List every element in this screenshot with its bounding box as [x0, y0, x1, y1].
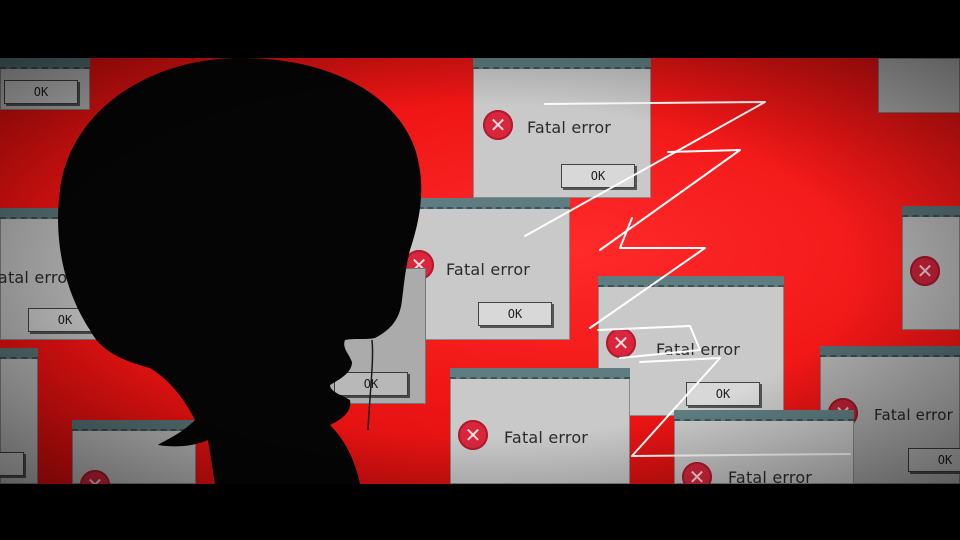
error-message: Fatal error: [728, 468, 813, 484]
error-dialog: ✕ Fatal error OK: [473, 58, 651, 198]
letterbox-bottom: [0, 484, 960, 540]
ok-button[interactable]: OK: [478, 302, 552, 326]
letterbox-top: [0, 0, 960, 58]
ok-button[interactable]: OK: [0, 452, 24, 476]
dialog-titlebar: [473, 58, 651, 69]
error-x-icon: ✕: [910, 256, 940, 286]
dialog-titlebar: [450, 368, 630, 379]
error-message: Fatal error: [0, 268, 75, 287]
error-dialog: [878, 58, 960, 113]
ok-button[interactable]: OK: [908, 448, 960, 472]
error-dialog: ✕: [902, 206, 960, 330]
dialog-titlebar: [820, 346, 960, 357]
error-dialog: ✕ Fatal error: [674, 410, 854, 484]
dialog-titlebar: [72, 420, 196, 431]
ok-button[interactable]: OK: [686, 382, 760, 406]
error-dialog: ✕ Fatal error: [450, 368, 630, 484]
error-dialog: ✕ Fatal error OK: [398, 198, 570, 340]
error-message: Fatal error: [874, 406, 953, 424]
dialog-titlebar: [398, 198, 570, 209]
error-message: Fatal error: [527, 118, 612, 137]
dialog-titlebar: [0, 58, 90, 69]
dialog-titlebar: [598, 276, 784, 287]
dialog-titlebar: [674, 410, 854, 421]
dialog-titlebar: [0, 348, 38, 359]
error-x-icon: ✕: [682, 462, 712, 484]
error-message: Fatal error: [446, 260, 531, 279]
ok-button[interactable]: OK: [4, 80, 78, 104]
dialog-titlebar: [0, 208, 110, 219]
error-x-icon: ✕: [80, 470, 110, 484]
dialog-titlebar: [902, 206, 960, 217]
error-dialog: OK: [0, 58, 90, 110]
error-dialog: OK: [0, 348, 38, 484]
error-x-icon: ✕: [606, 328, 636, 358]
error-dialog: ✕: [72, 420, 196, 484]
scene: OK ✕ Fatal error OK Fatal error OK ✕ Fat…: [0, 58, 960, 484]
error-message: Fatal error: [504, 428, 589, 447]
error-x-icon: ✕: [458, 420, 488, 450]
error-x-icon: ✕: [483, 110, 513, 140]
